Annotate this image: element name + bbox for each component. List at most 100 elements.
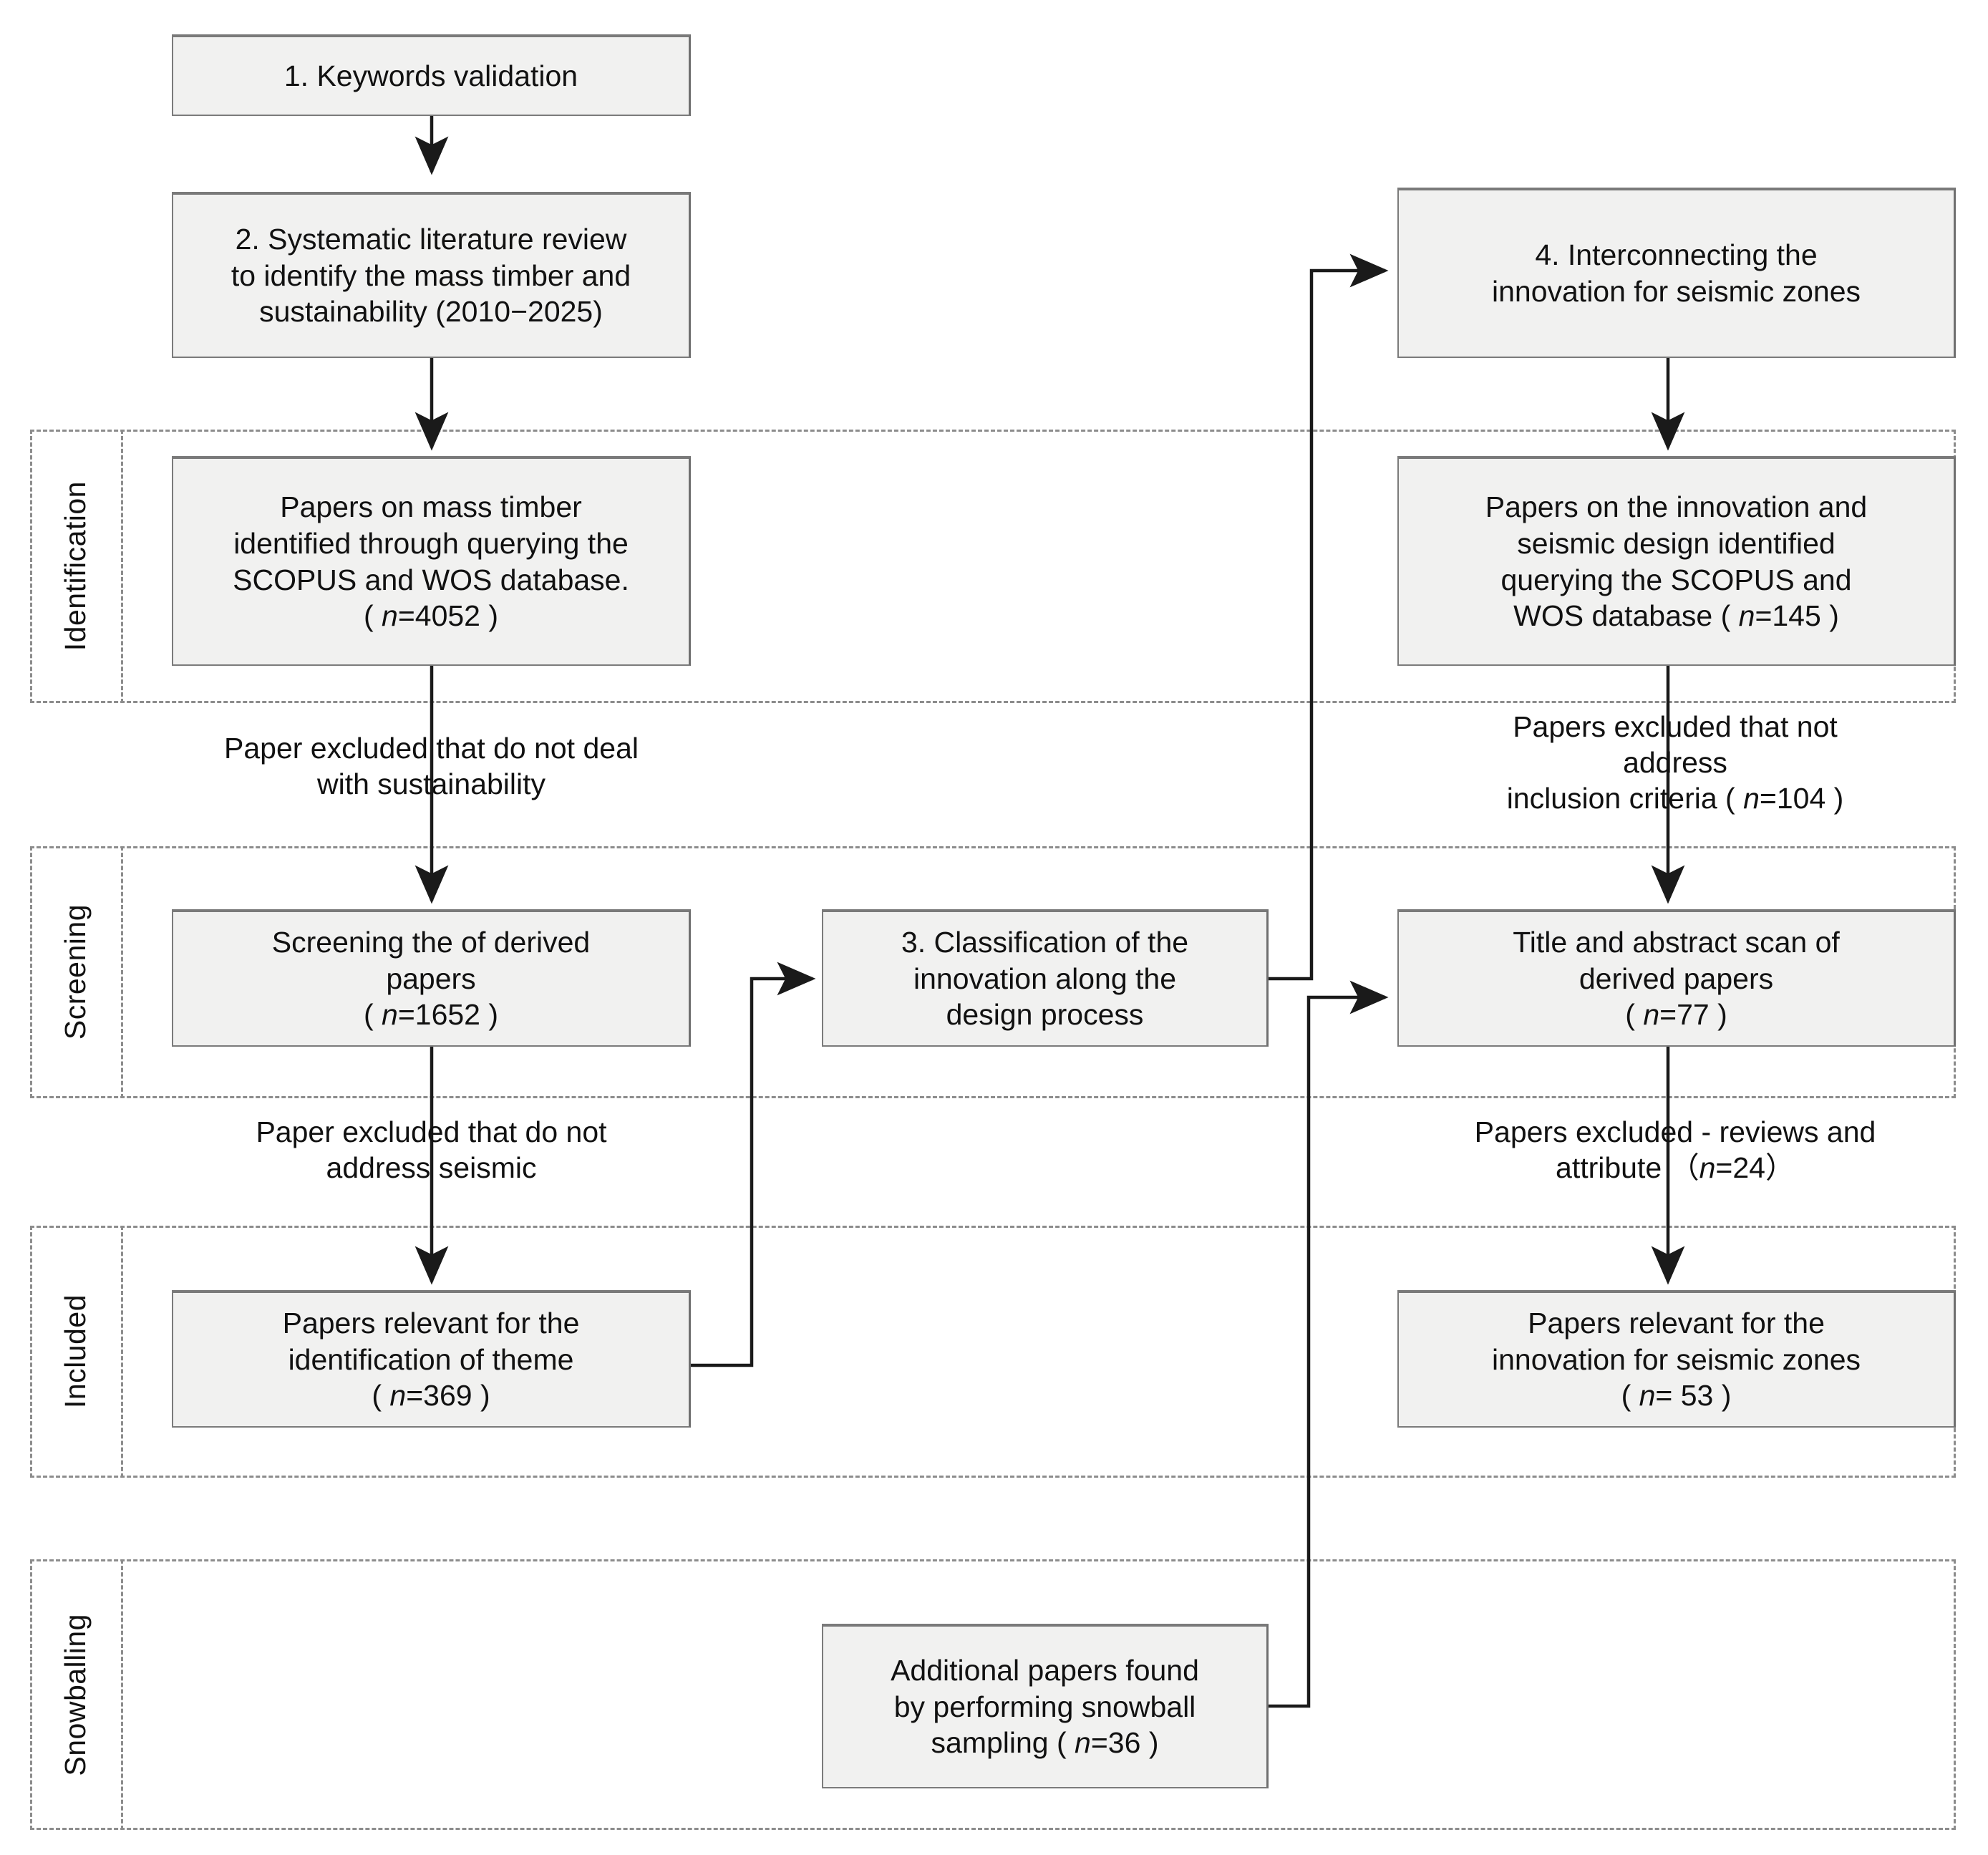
caption-excluded-right-reviews-attribute: Papers excluded - reviews and attribute …: [1389, 1114, 1962, 1186]
node-papers-relevant-innovation-seismic-zones[interactable]: Papers relevant for the innovation for s…: [1397, 1290, 1956, 1428]
node-slr-line1: 2. Systematic literature review: [235, 222, 627, 256]
count-value: =1652: [397, 998, 480, 1032]
node-id-right-line4: WOS database ( n=145 ): [1406, 598, 1946, 634]
count-value: =104: [1759, 782, 1826, 815]
node-step3-line2: innovation along the: [913, 962, 1177, 995]
node-id-right-line1: Papers on the innovation and: [1485, 490, 1868, 523]
node-inc-right-line2: innovation for seismic zones: [1491, 1342, 1861, 1376]
node-papers-relevant-identification-theme[interactable]: Papers relevant for the identification o…: [172, 1290, 691, 1428]
count-variable: n: [1738, 599, 1755, 633]
count-suffix: ): [1140, 1726, 1159, 1760]
count-value: = 53: [1655, 1379, 1714, 1413]
node-inc-right-line1: Papers relevant for the: [1528, 1306, 1825, 1340]
count-prefix: attribute （: [1556, 1151, 1700, 1185]
count-value: =145: [1755, 599, 1821, 633]
node-step4-line2: innovation for seismic zones: [1491, 275, 1861, 308]
node-id-right-line3: querying the SCOPUS and: [1500, 563, 1852, 596]
count-prefix: (: [363, 998, 382, 1032]
node-step3-line3: design process: [946, 998, 1144, 1032]
band-identification-label-box: Identification: [30, 430, 123, 703]
count-value: =369: [406, 1379, 472, 1413]
band-snowballing-label-box: Snowballing: [30, 1559, 123, 1830]
band-included-label: Included: [59, 1294, 92, 1409]
count-suffix: ): [480, 998, 499, 1032]
node-step3-line1: 3. Classification of the: [901, 925, 1189, 959]
count-variable: n: [1699, 1151, 1716, 1185]
caption-excl-l2-line1: Paper excluded that do not: [256, 1115, 607, 1148]
count-variable: n: [389, 1379, 407, 1413]
band-snowballing: [30, 1559, 1956, 1830]
node-inc-left-line1: Papers relevant for the: [282, 1306, 580, 1340]
count-prefix: inclusion criteria (: [1506, 782, 1744, 815]
count-value: =36: [1090, 1726, 1141, 1760]
node-id-left-line3: SCOPUS and WOS database.: [233, 563, 629, 596]
band-screening-label-box: Screening: [30, 846, 123, 1098]
node-keywords-validation-label: 1. Keywords validation: [283, 59, 578, 92]
node-classification-innovation-design-process[interactable]: 3. Classification of the innovation alon…: [822, 909, 1269, 1047]
node-inc-left-count: ( n=369 ): [180, 1377, 682, 1414]
caption-excl-r1-line2: address: [1623, 746, 1727, 780]
caption-excl-l2-line2: address seismic: [326, 1151, 537, 1185]
node-id-left-count: ( n=4052 ): [180, 598, 682, 634]
count-suffix: ）: [1765, 1151, 1795, 1185]
node-scr-right-line2: derived papers: [1579, 962, 1774, 995]
band-snowballing-label: Snowballing: [59, 1613, 92, 1776]
node-additional-papers-snowball[interactable]: Additional papers found by performing sn…: [822, 1624, 1269, 1788]
count-suffix: ): [1709, 998, 1727, 1032]
count-value: =77: [1659, 998, 1710, 1032]
count-variable: n: [1743, 782, 1760, 815]
node-screening-derived-papers[interactable]: Screening the of derived papers ( n=1652…: [172, 909, 691, 1047]
count-variable: n: [1643, 998, 1660, 1032]
node-snowball-line2: by performing snowball: [893, 1690, 1196, 1723]
caption-excluded-right-inclusion-criteria: Papers excluded that not address inclusi…: [1389, 709, 1962, 816]
count-prefix: (: [1621, 1379, 1639, 1413]
node-id-left-line1: Papers on mass timber: [280, 490, 582, 523]
node-slr-line3: sustainability (2010−2025): [259, 295, 603, 329]
count-variable: n: [1075, 1726, 1091, 1760]
band-screening-label: Screening: [59, 904, 92, 1040]
node-step4-line1: 4. Interconnecting the: [1535, 238, 1818, 272]
node-id-right-line2: seismic design identified: [1517, 526, 1836, 560]
caption-excluded-left-seismic: Paper excluded that do not address seism…: [154, 1114, 709, 1186]
node-papers-innovation-seismic-identified[interactable]: Papers on the innovation and seismic des…: [1397, 456, 1956, 666]
caption-excl-r1-line1: Papers excluded that not: [1513, 710, 1838, 743]
count-suffix: ): [472, 1379, 490, 1413]
count-prefix: (: [1625, 998, 1644, 1032]
count-variable: n: [382, 599, 398, 633]
node-title-abstract-scan[interactable]: Title and abstract scan of derived paper…: [1397, 909, 1956, 1047]
count-prefix: (: [372, 1379, 390, 1413]
count-suffix: ): [480, 599, 499, 633]
count-suffix: ): [1825, 782, 1844, 815]
caption-excl-l1-line1: Paper excluded that do not deal: [224, 732, 639, 765]
node-inc-left-line2: identification of theme: [288, 1342, 574, 1376]
node-id-left-line2: identified through querying the: [233, 526, 629, 560]
node-snowball-line3: sampling ( n=36 ): [830, 1725, 1259, 1761]
node-scr-right-count: ( n=77 ): [1406, 997, 1946, 1033]
count-prefix: sampling (: [931, 1726, 1075, 1760]
count-suffix: ): [1713, 1379, 1732, 1413]
band-identification-label: Identification: [59, 481, 92, 652]
node-scr-left-line2: papers: [386, 962, 476, 995]
caption-excl-r2-line1: Papers excluded - reviews and: [1474, 1115, 1876, 1148]
node-scr-right-line1: Title and abstract scan of: [1513, 925, 1840, 959]
count-variable: n: [1639, 1379, 1656, 1413]
count-suffix: ): [1820, 599, 1839, 633]
node-interconnecting-innovation-seismic-zones[interactable]: 4. Interconnecting the innovation for se…: [1397, 188, 1956, 358]
count-value: =24: [1715, 1151, 1765, 1185]
node-papers-mass-timber-identified[interactable]: Papers on mass timber identified through…: [172, 456, 691, 666]
node-scr-left-count: ( n=1652 ): [180, 997, 682, 1033]
node-inc-right-count: ( n= 53 ): [1406, 1377, 1946, 1414]
count-prefix: WOS database (: [1513, 599, 1739, 633]
node-keywords-validation[interactable]: 1. Keywords validation: [172, 34, 691, 116]
caption-excl-r1-line3: inclusion criteria ( n=104 ): [1389, 780, 1962, 816]
caption-excl-l1-line2: with sustainability: [316, 767, 546, 801]
count-variable: n: [382, 998, 398, 1032]
caption-excluded-left-sustainability: Paper excluded that do not deal with sus…: [154, 730, 709, 802]
count-prefix: (: [363, 599, 382, 633]
node-slr-line2: to identify the mass timber and: [231, 258, 631, 292]
caption-excl-r2-line2: attribute （n=24）: [1389, 1150, 1962, 1186]
count-value: =4052: [397, 599, 480, 633]
node-systematic-literature-review[interactable]: 2. Systematic literature review to ident…: [172, 192, 691, 358]
band-included-label-box: Included: [30, 1226, 123, 1478]
